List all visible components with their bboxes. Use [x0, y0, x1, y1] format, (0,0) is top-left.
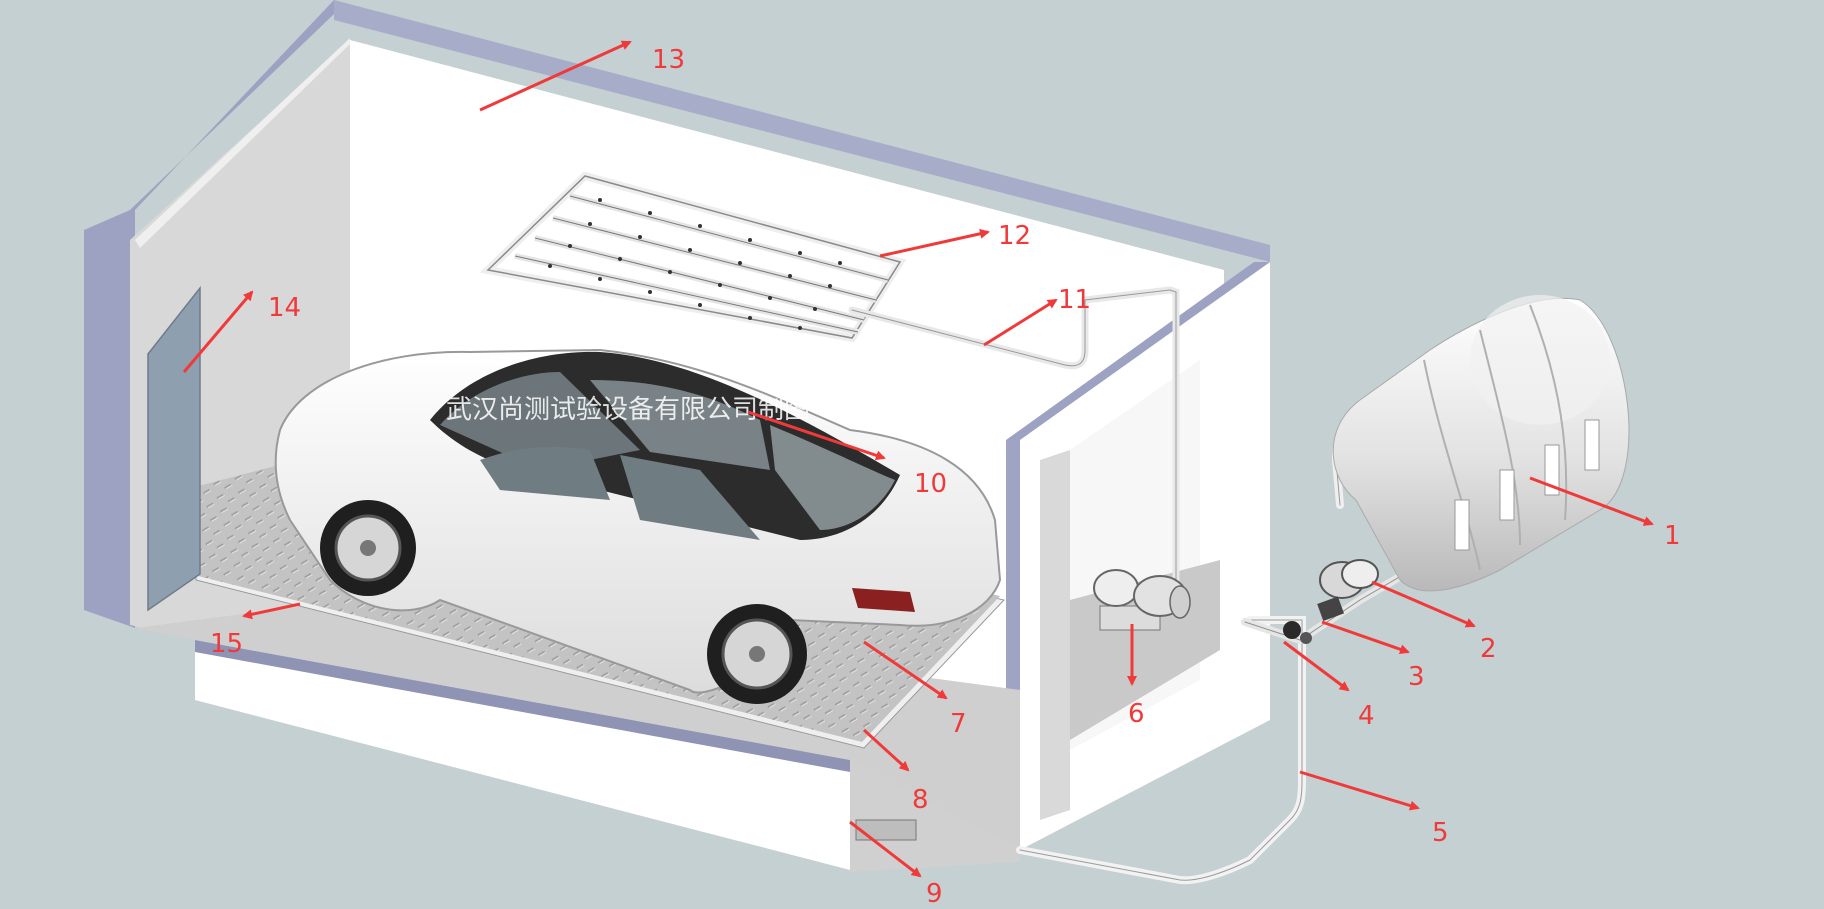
- valve: [1283, 621, 1301, 639]
- callout-13-arrow: [479, 40, 632, 112]
- callout-10: 10: [747, 410, 947, 499]
- callout-5: 5: [1299, 770, 1449, 848]
- callout-4-number: 4: [1358, 701, 1375, 731]
- callout-2-arrow: [1371, 580, 1476, 628]
- callout-13: 13: [479, 40, 685, 112]
- callout-8-arrow: [862, 728, 910, 772]
- callout-12: 12: [879, 221, 1031, 258]
- drain-box: [855, 819, 917, 841]
- callout-3: 3: [1321, 620, 1425, 692]
- callout-8: 8: [862, 728, 929, 815]
- callout-4-arrow: [1283, 640, 1350, 692]
- watermark: 武汉尚测试验设备有限公司制图: [446, 395, 810, 425]
- callout-15-number: 15: [210, 629, 243, 659]
- callout-2: 2: [1371, 580, 1497, 664]
- callout-7-arrow: [863, 640, 948, 700]
- callout-9-number: 9: [926, 879, 943, 909]
- callout-11-number: 11: [1058, 285, 1091, 315]
- callout-13-number: 13: [652, 45, 685, 75]
- callout-11: 11: [983, 285, 1091, 347]
- pump-motor: [1283, 559, 1379, 644]
- callout-6: 6: [1127, 624, 1145, 729]
- callout-14-arrow: [182, 290, 254, 373]
- booster-pump: [1093, 569, 1191, 631]
- callout-12-number: 12: [998, 221, 1031, 251]
- callout-3-arrow: [1321, 620, 1410, 655]
- pump-room-wall: [1040, 450, 1070, 820]
- callout-10-number: 10: [914, 469, 947, 499]
- callout-1-arrow: [1529, 476, 1654, 526]
- callout-9: 9: [849, 820, 943, 909]
- callout-3-number: 3: [1408, 662, 1425, 692]
- water-tank: [1332, 295, 1630, 592]
- back-wall-top-trim: [334, 0, 1270, 262]
- callout-4: 4: [1283, 640, 1375, 731]
- callout-2-number: 2: [1480, 634, 1497, 664]
- callout-11-arrow: [983, 298, 1058, 347]
- callout-1: 1: [1529, 476, 1681, 551]
- callout-7: 7: [863, 640, 967, 739]
- callout-7-number: 7: [950, 709, 967, 739]
- callout-15: 15: [210, 602, 301, 659]
- callout-14: 14: [182, 290, 301, 373]
- spray-rack: [479, 171, 907, 343]
- callout-5-number: 5: [1432, 818, 1449, 848]
- callout-1-number: 1: [1664, 521, 1681, 551]
- callout-10-arrow: [747, 410, 886, 461]
- base-side: [850, 760, 1020, 872]
- callout-8-number: 8: [912, 785, 929, 815]
- callout-9-arrow: [849, 820, 922, 878]
- base-front-trim: [195, 640, 850, 772]
- left-wall-inner-face: [135, 38, 350, 248]
- base-front: [195, 640, 850, 870]
- right-partition-top: [1006, 262, 1270, 440]
- callout-14-number: 14: [268, 293, 301, 323]
- callout-15-arrow: [242, 602, 301, 620]
- callout-12-arrow: [879, 228, 990, 258]
- callout-6-number: 6: [1128, 699, 1145, 729]
- callout-5-arrow: [1299, 770, 1420, 811]
